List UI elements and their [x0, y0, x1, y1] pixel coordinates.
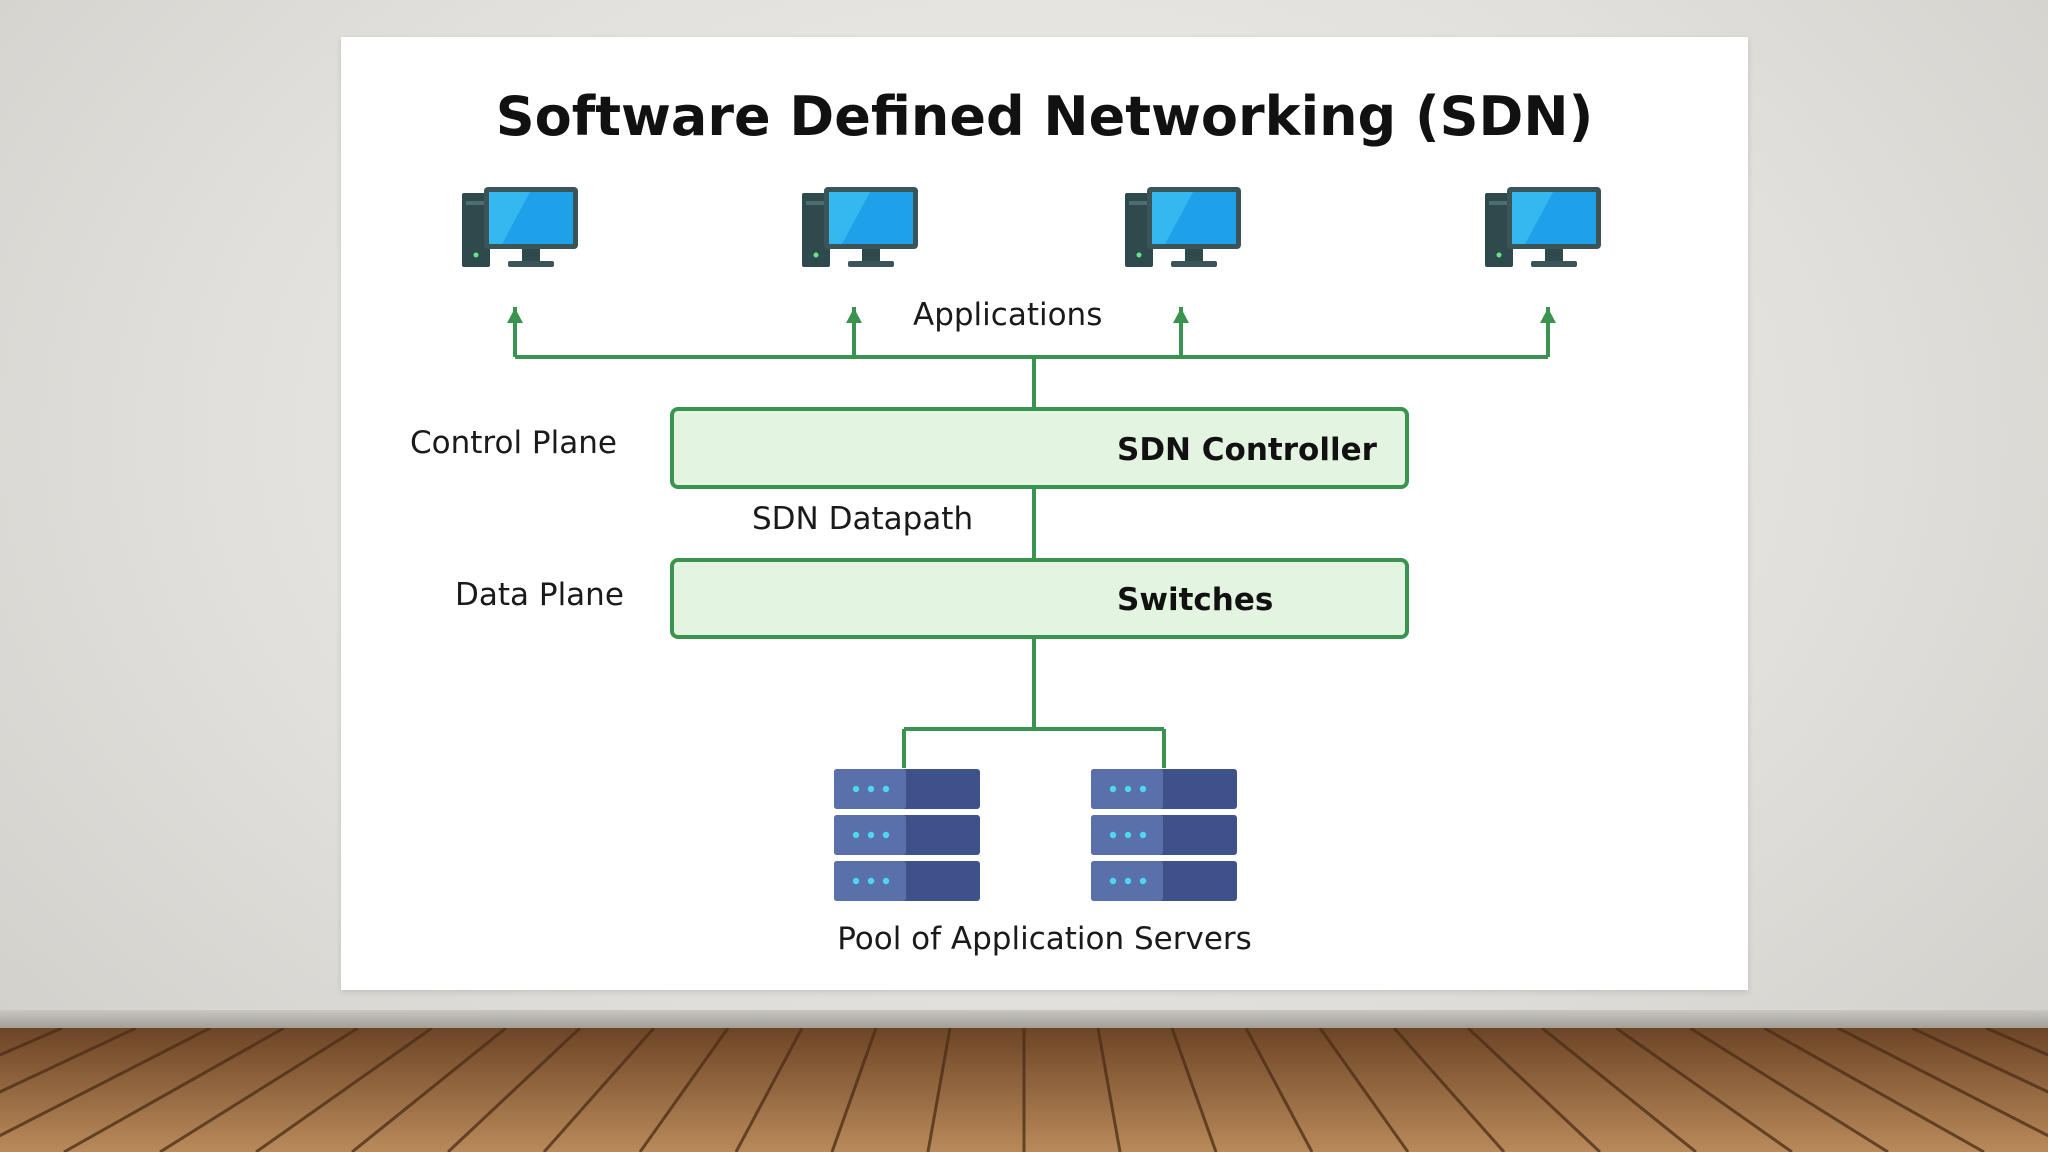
data-plane-label: Data Plane [455, 577, 624, 613]
desktop-computer-icon [802, 187, 918, 267]
server-rack-icon [834, 769, 980, 901]
control-plane-label: Control Plane [410, 425, 617, 461]
sdn-diagram [462, 187, 1601, 990]
wall-baseboard [0, 1010, 2048, 1030]
servers-label: Pool of Application Servers [837, 921, 1252, 957]
diagram-title: Software Defined Networking (SDN) [495, 85, 1594, 148]
switches-box: Switches [670, 558, 1409, 639]
server-rack-icon [1091, 769, 1237, 901]
sdn-controller-label: SDN Controller [1117, 432, 1377, 468]
arrow-up-icon [1173, 308, 1189, 323]
sdn-controller-box: SDN Controller [670, 407, 1409, 489]
arrow-up-icon [507, 308, 523, 323]
desktop-computer-icon [1485, 187, 1601, 267]
arrow-up-icon [1540, 308, 1556, 323]
arrow-up-icon [846, 308, 862, 323]
applications-label: Applications [913, 297, 1103, 333]
desktop-computer-icon [1125, 187, 1241, 267]
connector-lines [513, 307, 1550, 768]
wooden-floor [0, 1028, 2048, 1152]
slide-card: Software Defined Networking (SDN) [341, 37, 1748, 990]
desktop-computer-icon [462, 187, 578, 267]
sdn-datapath-label: SDN Datapath [752, 501, 974, 537]
switches-label: Switches [1117, 582, 1274, 618]
